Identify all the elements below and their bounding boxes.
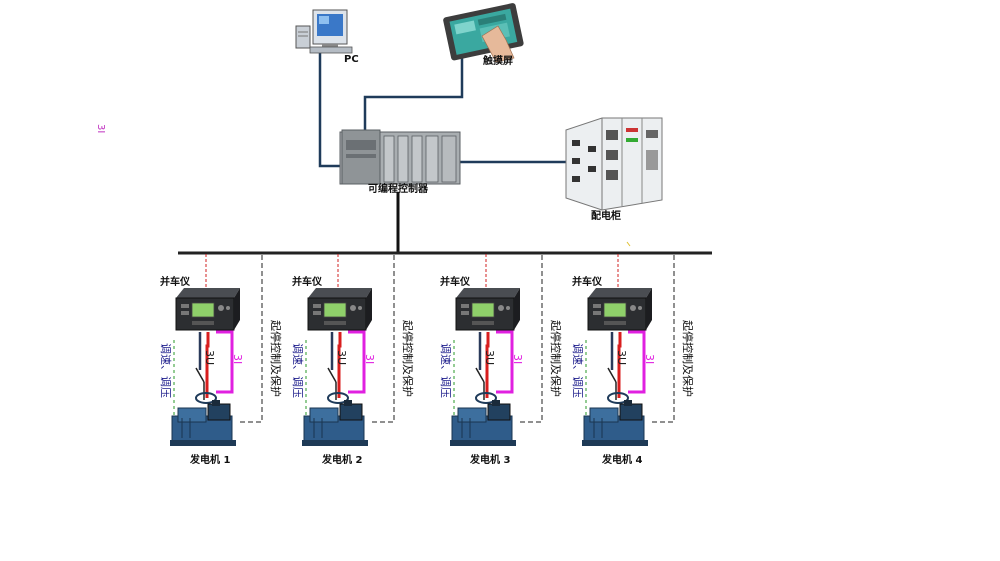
speed-voltage-control-label: 调速、调压 <box>291 343 304 398</box>
generator-icon <box>450 400 516 446</box>
breaker-switch <box>327 367 337 383</box>
sync-unit-label: 并车仪 <box>572 275 603 288</box>
pc-label: PC <box>344 54 359 65</box>
speed-voltage-control-label: 调速、调压 <box>159 343 172 398</box>
stray-mark <box>626 241 631 247</box>
voltage-sense-label: 3U <box>203 350 216 365</box>
start-stop-protection-label: 起停控制及保护 <box>401 320 415 397</box>
protection-dashed-line <box>520 255 543 423</box>
current-transformer-icon <box>195 392 217 404</box>
speed-voltage-control-label: 调速、调压 <box>439 343 452 398</box>
voltage-sense-line <box>485 332 490 398</box>
current-sense-line <box>348 330 366 394</box>
generator-icon <box>302 400 368 446</box>
start-stop-protection-label: 起停控制及保护 <box>269 320 283 397</box>
breaker-switch <box>607 367 617 383</box>
breaker-switch <box>195 367 205 383</box>
sync-controller-icon <box>455 288 520 331</box>
generator-icon <box>582 400 648 446</box>
voltage-sense-label: 3U <box>615 350 628 365</box>
touchscreen-plc-link <box>363 58 464 132</box>
sync-unit-label: 并车仪 <box>160 275 191 288</box>
voltage-sense-label: 3U <box>335 350 348 365</box>
sync-unit-label: 并车仪 <box>292 275 323 288</box>
current-sense-line <box>628 330 646 394</box>
current-transformer-icon <box>475 392 497 404</box>
voltage-sense-line <box>337 332 342 398</box>
speed-voltage-control-label: 调速、调压 <box>571 343 584 398</box>
touchscreen-icon <box>443 3 524 61</box>
pc-plc-link <box>318 52 342 168</box>
voltage-sense-label: 3U <box>483 350 496 365</box>
generator-icon <box>170 400 236 446</box>
start-stop-protection-label: 起停控制及保护 <box>681 320 695 397</box>
generator-label: 发电机 3 <box>469 453 510 466</box>
current-transformer-icon <box>327 392 349 404</box>
sync-controller-icon <box>175 288 240 331</box>
generator-label: 发电机 1 <box>189 453 230 466</box>
current-sense-label: 3I <box>511 354 524 364</box>
voltage-sense-line <box>205 332 210 398</box>
protection-dashed-line <box>652 255 675 423</box>
network-links <box>318 52 568 168</box>
distribution-cabinet-icon <box>565 117 663 211</box>
sync-unit-label: 并车仪 <box>440 275 471 288</box>
pc-icon <box>295 9 353 54</box>
plc-label: 可编程控制器 <box>368 182 429 195</box>
voltage-sense-line <box>617 332 622 398</box>
sync-controller-icon <box>307 288 372 331</box>
plc-icon <box>339 129 461 185</box>
stray-3i-label: 3I <box>95 124 106 133</box>
sync-controller-icon <box>587 288 652 331</box>
touch-hand-icon <box>481 25 515 63</box>
current-sense-label: 3I <box>231 354 244 364</box>
generator-label: 发电机 2 <box>321 453 362 466</box>
protection-dashed-line <box>372 255 395 423</box>
current-sense-line <box>496 330 514 394</box>
protection-dashed-line <box>240 255 263 423</box>
current-sense-label: 3I <box>363 354 376 364</box>
current-sense-label: 3I <box>643 354 656 364</box>
start-stop-protection-label: 起停控制及保护 <box>549 320 563 397</box>
breaker-switch <box>475 367 485 383</box>
current-transformer-icon <box>607 392 629 404</box>
touchscreen-label: 触摸屏 <box>482 54 513 67</box>
cabinet-label: 配电柜 <box>591 209 621 222</box>
generator-label: 发电机 4 <box>601 453 642 466</box>
current-sense-line <box>216 330 234 394</box>
